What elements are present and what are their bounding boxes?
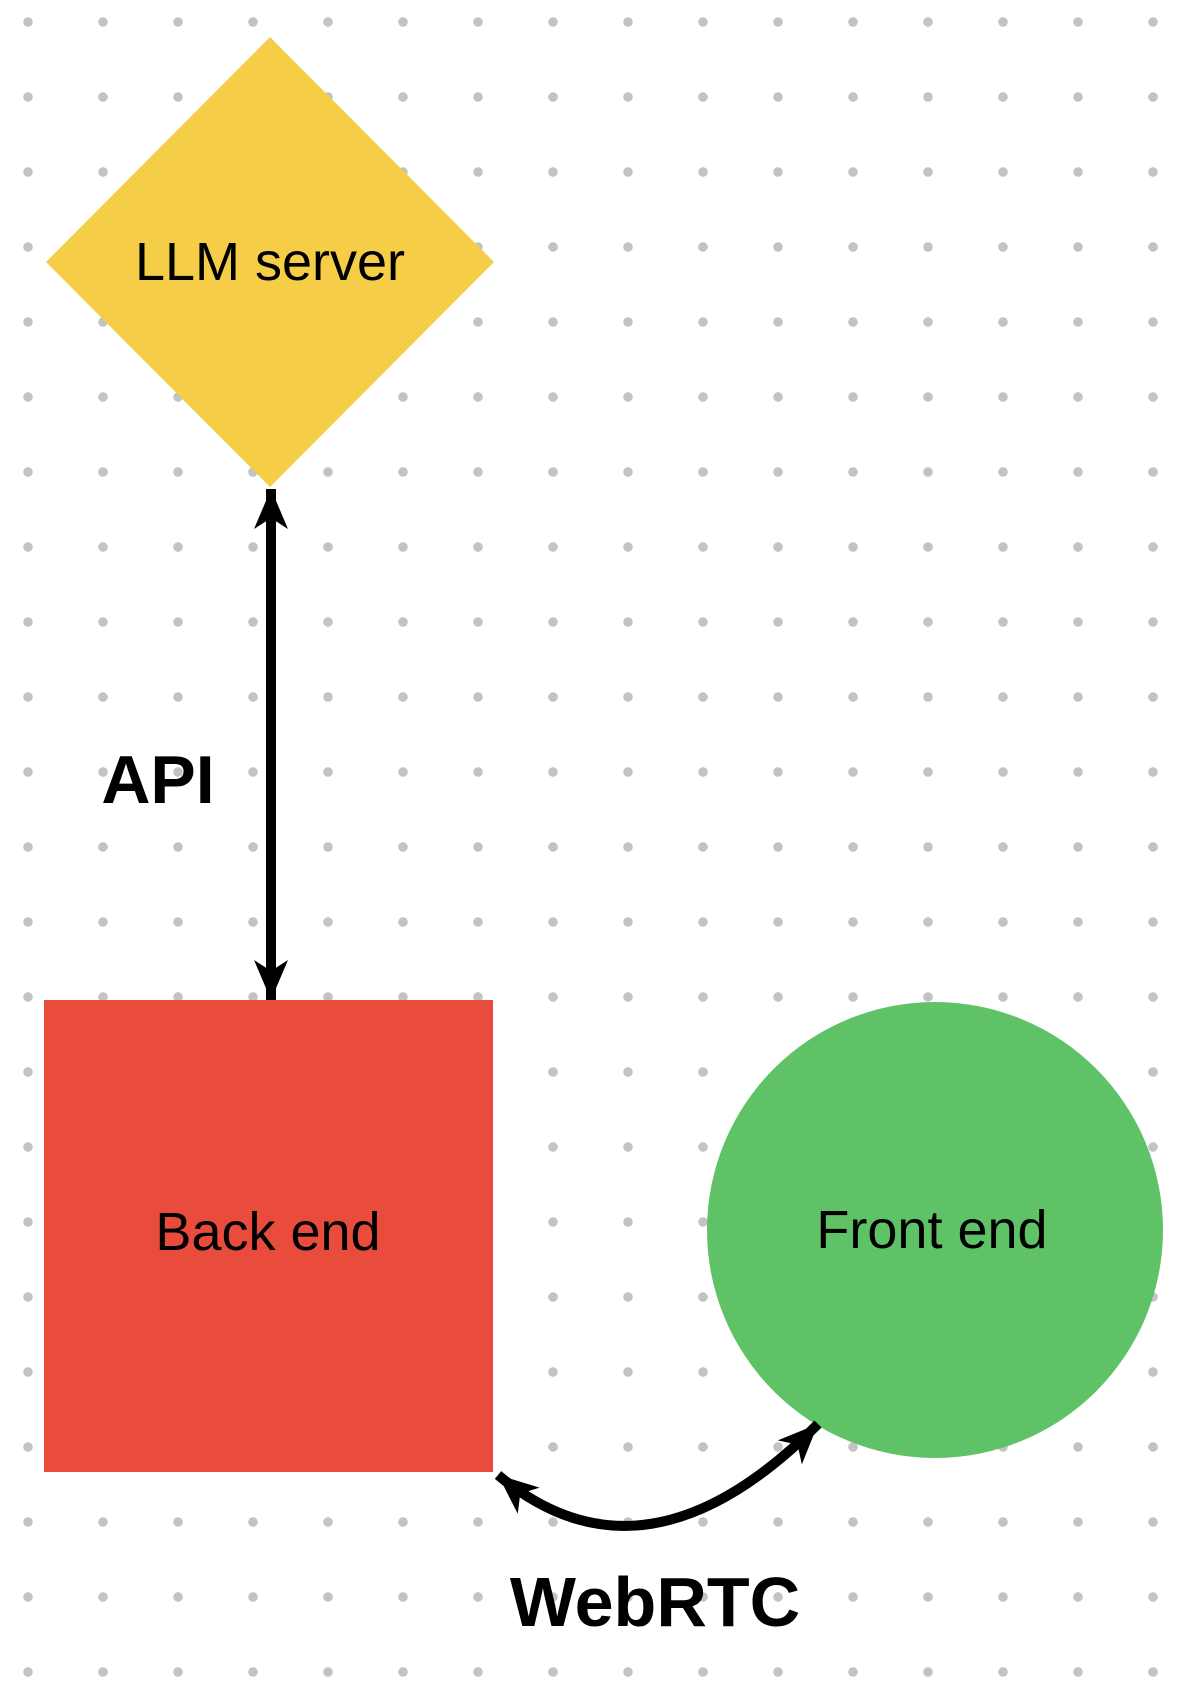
api-edge-label[interactable]: API — [101, 742, 215, 818]
back-end-label: Back end — [155, 1202, 381, 1262]
webrtc-arrow[interactable] — [494, 1420, 822, 1531]
llm-server-diamond-shape[interactable] — [46, 37, 494, 487]
llm-server-label: LLM server — [134, 232, 406, 292]
back-end-square-shape[interactable] — [44, 1000, 493, 1472]
front-end-label: Front end — [816, 1200, 1048, 1260]
front-end-circle-shape[interactable] — [707, 1002, 1163, 1458]
webrtc-edge-label[interactable]: WebRTC — [509, 1563, 801, 1641]
